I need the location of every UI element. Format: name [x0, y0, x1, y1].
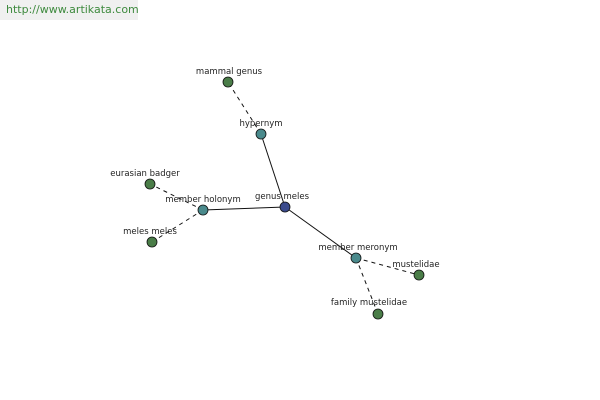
edge-member-meronym-to-family-mustelidae	[355, 257, 379, 315]
node-label-hypernym[interactable]: hypernym	[239, 119, 282, 129]
node-label-eurasian-badger[interactable]: eurasian badger	[110, 169, 180, 179]
node-family-mustelidae[interactable]	[372, 308, 384, 320]
node-label-member-holonym[interactable]: member holonym	[165, 195, 240, 205]
node-label-mammal-genus[interactable]: mammal genus	[196, 67, 263, 77]
nodes-layer	[144, 76, 425, 320]
node-label-meles-meles[interactable]: meles meles	[123, 227, 177, 237]
node-mammal-genus[interactable]	[222, 76, 234, 88]
node-meles-meles[interactable]	[146, 236, 158, 248]
node-label-member-meronym[interactable]: member meronym	[318, 243, 397, 253]
node-mustelidae[interactable]	[413, 269, 425, 281]
edge-genus-meles-to-hypernym	[260, 133, 286, 208]
edge-member-meronym-to-mustelidae	[355, 257, 420, 276]
node-member-holonym[interactable]	[197, 204, 209, 216]
node-label-genus-meles[interactable]: genus meles	[255, 192, 310, 202]
edge-genus-meles-to-member-holonym	[202, 206, 286, 211]
edge-hypernym-to-mammal-genus	[227, 81, 262, 135]
labels-layer: genus meles hypernym member holonym member …	[110, 67, 439, 308]
edge-member-holonym-to-meles-meles	[151, 209, 204, 243]
edge-member-holonym-to-eurasian-badger	[149, 183, 204, 211]
node-genus-meles[interactable]	[279, 201, 291, 213]
node-label-family-mustelidae[interactable]: family mustelidae	[331, 298, 407, 308]
edges-layer	[149, 81, 420, 315]
node-hypernym[interactable]	[255, 128, 267, 140]
node-eurasian-badger[interactable]	[144, 178, 156, 190]
edge-genus-meles-to-member-meronym	[284, 206, 357, 259]
site-url-watermark[interactable]: http://www.artikata.com	[0, 0, 139, 20]
node-member-meronym[interactable]	[350, 252, 362, 264]
node-label-mustelidae[interactable]: mustelidae	[392, 260, 439, 270]
